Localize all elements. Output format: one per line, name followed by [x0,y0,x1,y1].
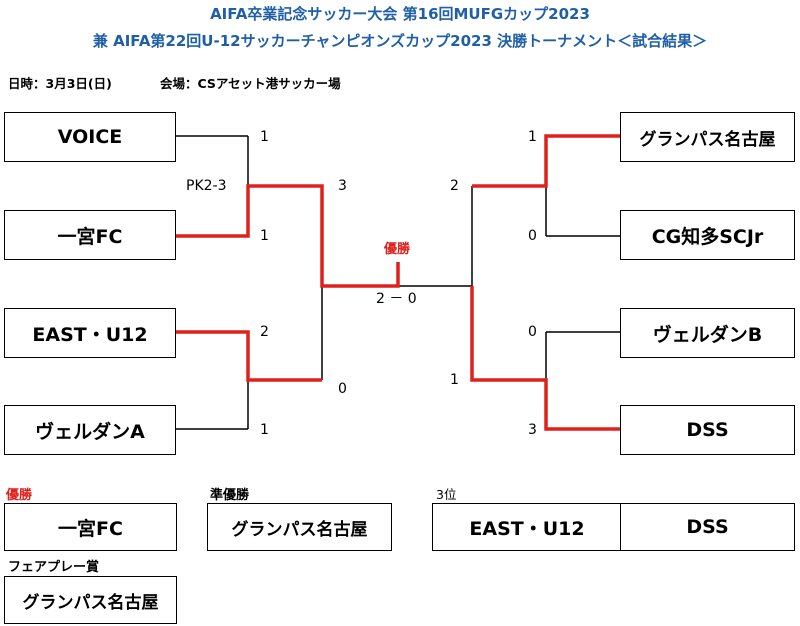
third-place-team-b: DSS [620,503,795,551]
champion-label: 優勝 [6,488,33,503]
pk-score: PK2-3 [186,178,227,194]
final-winner-label: 優勝 [384,242,411,257]
team-verdan-a: ヴェルダンA [4,405,176,455]
team-dss: DSS [620,405,795,455]
score-verdan-b: 0 [528,324,537,340]
team-verdan-b: ヴェルダンB [620,308,795,358]
title-line2: 兼 AIFA第22回U-12サッカーチャンピオンズカップ2023 決勝トーナメン… [92,32,708,50]
score-right-semi-bottom: 1 [450,372,459,388]
score-grampus: 1 [528,129,537,145]
team-grampus: グランパス名古屋 [620,112,795,162]
title-line1: AIFA卒業記念サッカー大会 第16回MUFGカップ2023 [210,5,590,23]
score-dss: 3 [528,422,537,438]
score-ichinomiya: 1 [260,228,269,244]
team-east-u12: EAST・U12 [4,308,176,358]
third-place-team-a: EAST・U12 [432,503,622,551]
score-left-semi-top: 3 [338,178,347,194]
runner-up-team: グランパス名古屋 [207,503,392,551]
fairplay-team: グランパス名古屋 [4,576,177,624]
score-east-u12: 2 [260,324,269,340]
venue-info: 会場：CSアセット港サッカー場 [160,76,341,91]
team-cg-chita: CG知多SCJr [620,210,795,260]
score-verdan-a: 1 [260,422,269,438]
team-voice: VOICE [4,112,176,162]
fairplay-label: フェアプレー賞 [8,560,100,575]
champion-team: 一宮FC [4,503,177,551]
team-ichinomiya: 一宮FC [4,210,176,260]
score-left-semi-bottom: 0 [338,381,347,397]
third-place-label: 3位 [436,487,457,502]
score-voice: 1 [260,129,269,145]
date-info: 日時：3月3日(日) [8,76,112,91]
runner-up-label: 準優勝 [210,488,250,503]
score-right-semi-top: 2 [450,178,459,194]
score-cg-chita: 0 [528,228,537,244]
final-score: 2 － 0 [376,291,417,307]
